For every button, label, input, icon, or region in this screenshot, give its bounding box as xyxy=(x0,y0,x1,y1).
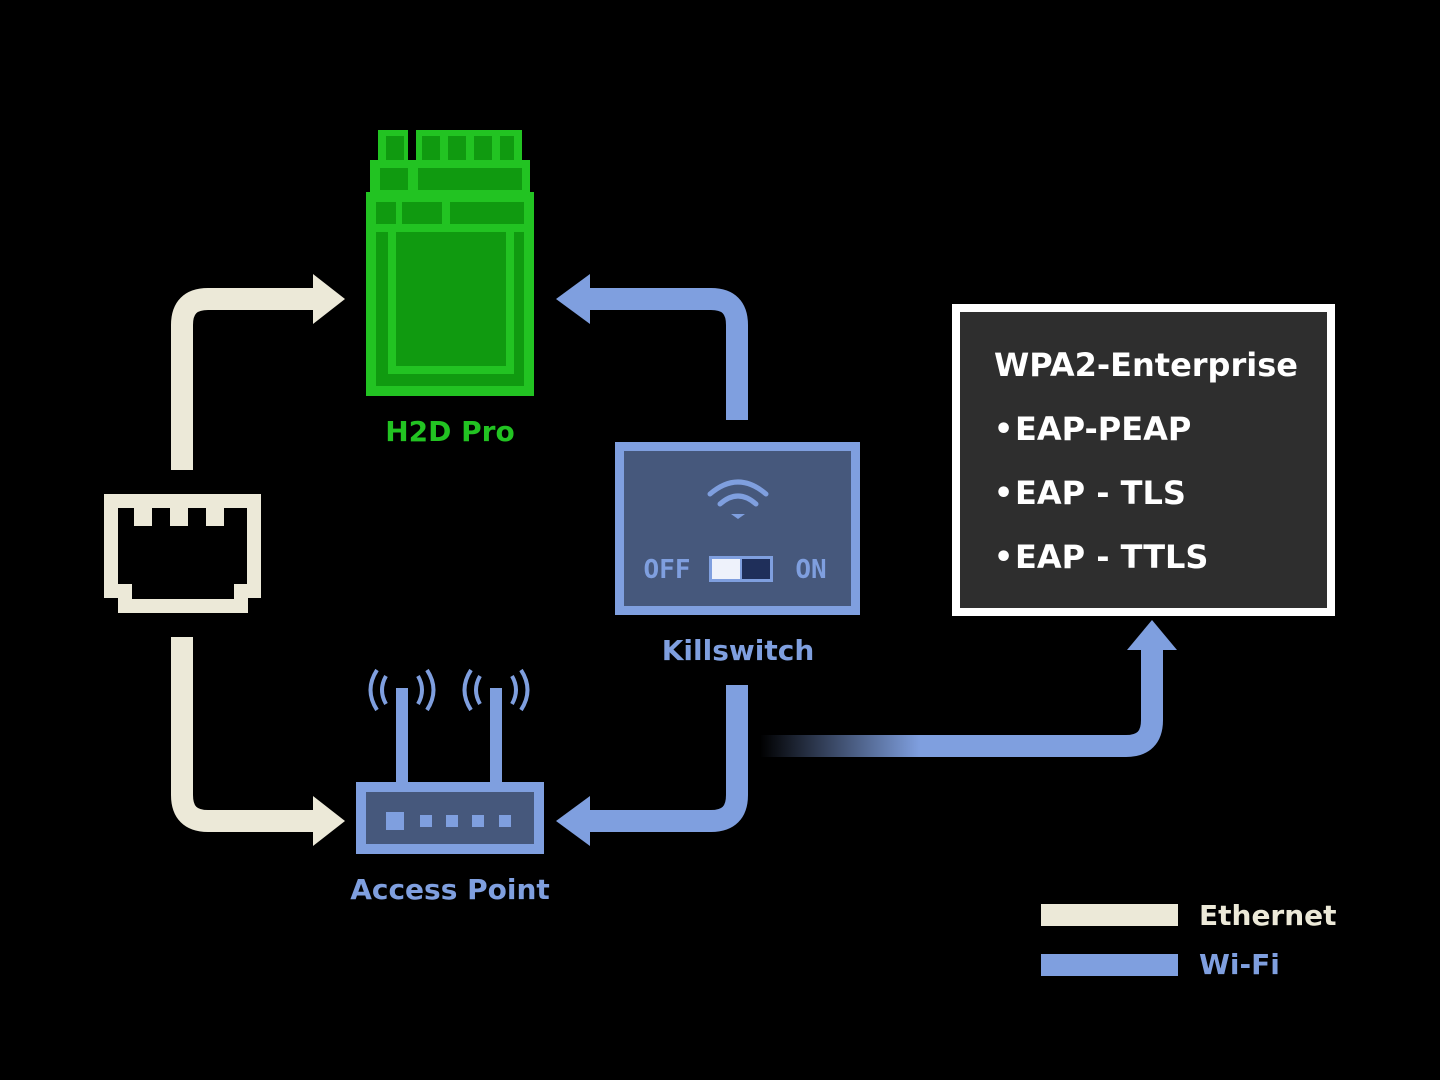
info-box-item: EAP-PEAP xyxy=(1015,410,1191,448)
ethernet-connector-to-printer xyxy=(171,274,345,470)
wifi-connector-to-access-point xyxy=(556,685,748,846)
info-box-item: EAP - TLS xyxy=(1015,474,1186,512)
info-box xyxy=(952,304,1335,616)
printer-module-icon xyxy=(366,130,534,396)
wifi-router-icon xyxy=(356,668,544,854)
legend-label-wifi: Wi-Fi xyxy=(1199,948,1280,981)
info-box-item: EAP - TTLS xyxy=(1015,538,1208,576)
killswitch-panel xyxy=(615,442,860,615)
legend: Ethernet Wi-Fi xyxy=(1041,899,1337,981)
legend-swatch-wifi xyxy=(1041,954,1178,976)
rj45-port-icon xyxy=(104,494,261,613)
info-box-title: WPA2-Enterprise xyxy=(994,346,1298,384)
access-point-label: Access Point xyxy=(350,873,550,906)
legend-label-ethernet: Ethernet xyxy=(1199,899,1337,932)
bullet-icon: • xyxy=(994,412,1013,447)
killswitch-off-label: OFF xyxy=(644,555,691,585)
ethernet-connector-to-access-point xyxy=(171,637,345,846)
killswitch-on-label: ON xyxy=(795,555,826,585)
killswitch-toggle[interactable] xyxy=(709,556,773,582)
printer-label: H2D Pro xyxy=(385,415,514,448)
killswitch-label: Killswitch xyxy=(662,634,815,667)
wifi-connector-to-info-box xyxy=(760,620,1177,757)
bullet-icon: • xyxy=(994,476,1013,511)
bullet-icon: • xyxy=(994,540,1013,575)
legend-swatch-ethernet xyxy=(1041,904,1178,926)
wifi-connector-to-printer xyxy=(556,274,748,420)
wifi-icon xyxy=(707,479,769,519)
